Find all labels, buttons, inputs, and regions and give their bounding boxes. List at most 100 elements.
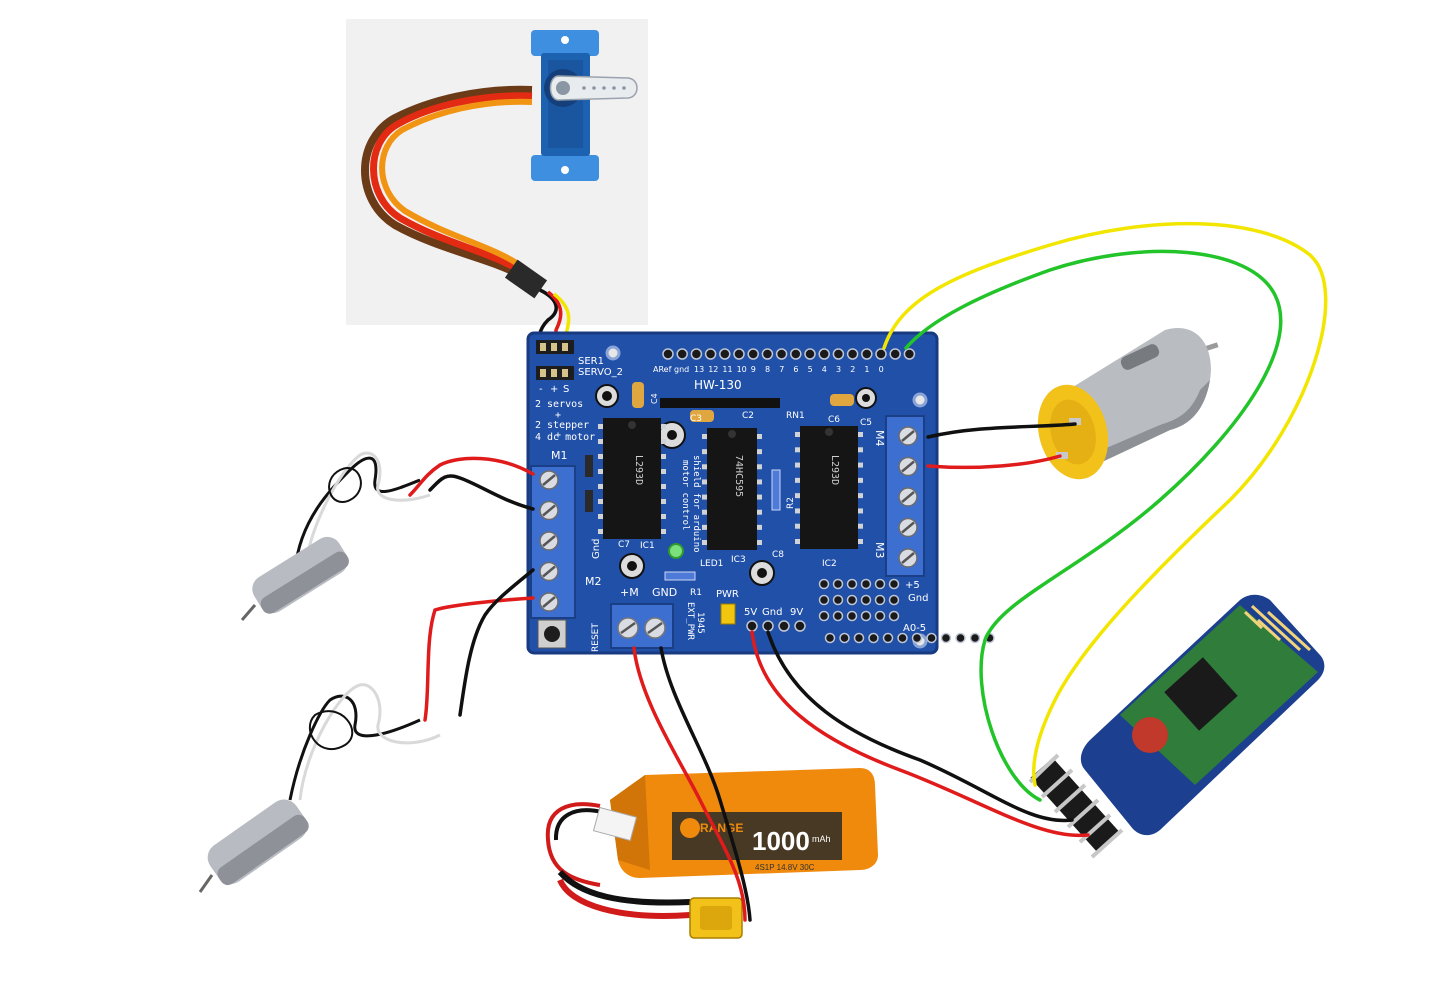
label-gnd-power: GND <box>652 586 677 599</box>
digital-pin-hole <box>804 348 816 360</box>
digital-pin-hole <box>662 348 674 360</box>
digital-pin-label: 3 <box>836 365 841 374</box>
chip-pin <box>858 508 863 514</box>
analog-hole <box>888 578 900 590</box>
analog-pin-hole <box>911 632 923 644</box>
chip-pin <box>858 493 863 499</box>
chip-pin <box>757 524 762 530</box>
servo-label-2: SERVO_2 <box>578 367 623 378</box>
chip-pin <box>661 484 666 489</box>
analog-pin-hole <box>955 632 966 644</box>
resistor-small <box>585 455 593 477</box>
chip-pin <box>757 479 762 485</box>
digital-header <box>662 348 916 360</box>
label-r2: R2 <box>786 497 796 509</box>
chip-pin <box>795 508 800 514</box>
analog-pin-hole <box>897 632 908 644</box>
motor1-body-shade <box>260 551 349 614</box>
battery-spec: 4S1P 14.8V 30C <box>755 863 815 872</box>
label-m4: M4 <box>873 430 886 447</box>
motor2-body-shade <box>217 814 309 886</box>
analog-pin-hole <box>868 632 879 644</box>
motor2-wire-white <box>298 683 441 801</box>
analog-pin-hole <box>882 632 894 644</box>
balance-lead-black <box>553 808 603 841</box>
analog-hole <box>846 578 858 590</box>
resistor-small <box>585 490 593 512</box>
wire-rx-green <box>904 249 1283 802</box>
chip-pin <box>702 464 707 470</box>
analog-hole <box>874 578 886 590</box>
pin-label-aref: ARef <box>653 365 672 374</box>
motor-shield-board: SER1 SERVO_2 - + S 2 servos + 2 stepper … <box>526 331 995 655</box>
chip-pin <box>661 469 666 474</box>
chip-pin <box>702 540 707 545</box>
label-5v-side: +5 <box>905 580 920 591</box>
coreless-motor-1 <box>240 451 431 621</box>
motor-can-shade <box>1085 380 1210 470</box>
wire-m1-black <box>428 474 535 511</box>
label-a0-5: A0-5 <box>903 623 926 634</box>
balance-connector <box>592 806 638 842</box>
label-plus-m: +M <box>620 586 639 599</box>
label-9v: 9V <box>790 607 803 618</box>
motor-terminal <box>1056 452 1068 459</box>
caption-line-2: shield for arduino <box>691 455 701 553</box>
digital-pin-label: 1 <box>864 365 869 374</box>
label-c7: C7 <box>618 540 630 550</box>
chip-pin <box>795 523 800 529</box>
analog-hole <box>832 578 844 590</box>
motor1-coil <box>328 467 362 503</box>
label-gnd-left: Gnd <box>591 539 602 559</box>
chip-pin <box>598 514 603 519</box>
digital-pin-hole <box>747 348 759 360</box>
main-lead-black <box>557 869 691 906</box>
digital-pin-hole <box>761 348 774 360</box>
digital-pin-hole <box>903 348 916 360</box>
terminal-block-left <box>530 465 576 619</box>
chip-pin <box>795 432 800 437</box>
motor-endcap-inner <box>1050 399 1096 465</box>
label-led1: LED1 <box>700 559 723 569</box>
terminal-screw <box>898 426 918 446</box>
chip-pin <box>795 477 800 483</box>
label-m3: M3 <box>873 542 886 559</box>
chip-pin <box>858 477 863 483</box>
mode-line-2: + <box>555 410 561 421</box>
servo-label-1: SER1 <box>578 356 604 367</box>
digital-pin-label: 12 <box>708 365 718 374</box>
bluetooth-module <box>1005 565 1330 885</box>
digital-pin-hole <box>676 348 688 360</box>
chip-pins <box>598 424 863 545</box>
mount-hole <box>605 345 621 361</box>
wire-battery-red <box>632 646 747 922</box>
digital-pin-label: 13 <box>694 365 704 374</box>
digital-pin-hole <box>832 348 845 360</box>
analog-hole <box>818 594 830 606</box>
bt-antenna <box>1243 604 1312 652</box>
analog-hole <box>874 610 886 622</box>
motor2-wire-black <box>288 694 421 801</box>
label-gnd-side: Gnd <box>908 593 928 604</box>
board-pcb-edge <box>526 331 939 655</box>
label-gnd-header: Gnd <box>762 607 782 618</box>
battery-logo <box>680 818 700 838</box>
digital-pin-label: 11 <box>722 365 732 374</box>
electrolytic-capacitor-c5 <box>855 387 877 409</box>
servo-hole-bottom <box>561 166 569 174</box>
coreless-motor-2 <box>198 683 441 893</box>
pwr-jumper <box>720 603 736 625</box>
analog-hole <box>832 594 844 606</box>
wire-battery-black <box>659 646 752 922</box>
chip-pin <box>702 479 707 485</box>
motor1-shaft <box>240 604 257 621</box>
chip-pin <box>702 524 707 530</box>
analog-hole <box>860 578 872 590</box>
chip-pin <box>598 499 603 504</box>
digital-pin-hole <box>818 348 830 360</box>
motor-slot <box>1120 344 1160 370</box>
digital-pin-label: 0 <box>879 365 884 374</box>
terminal-screw <box>539 561 559 582</box>
terminal-screw <box>898 456 918 477</box>
